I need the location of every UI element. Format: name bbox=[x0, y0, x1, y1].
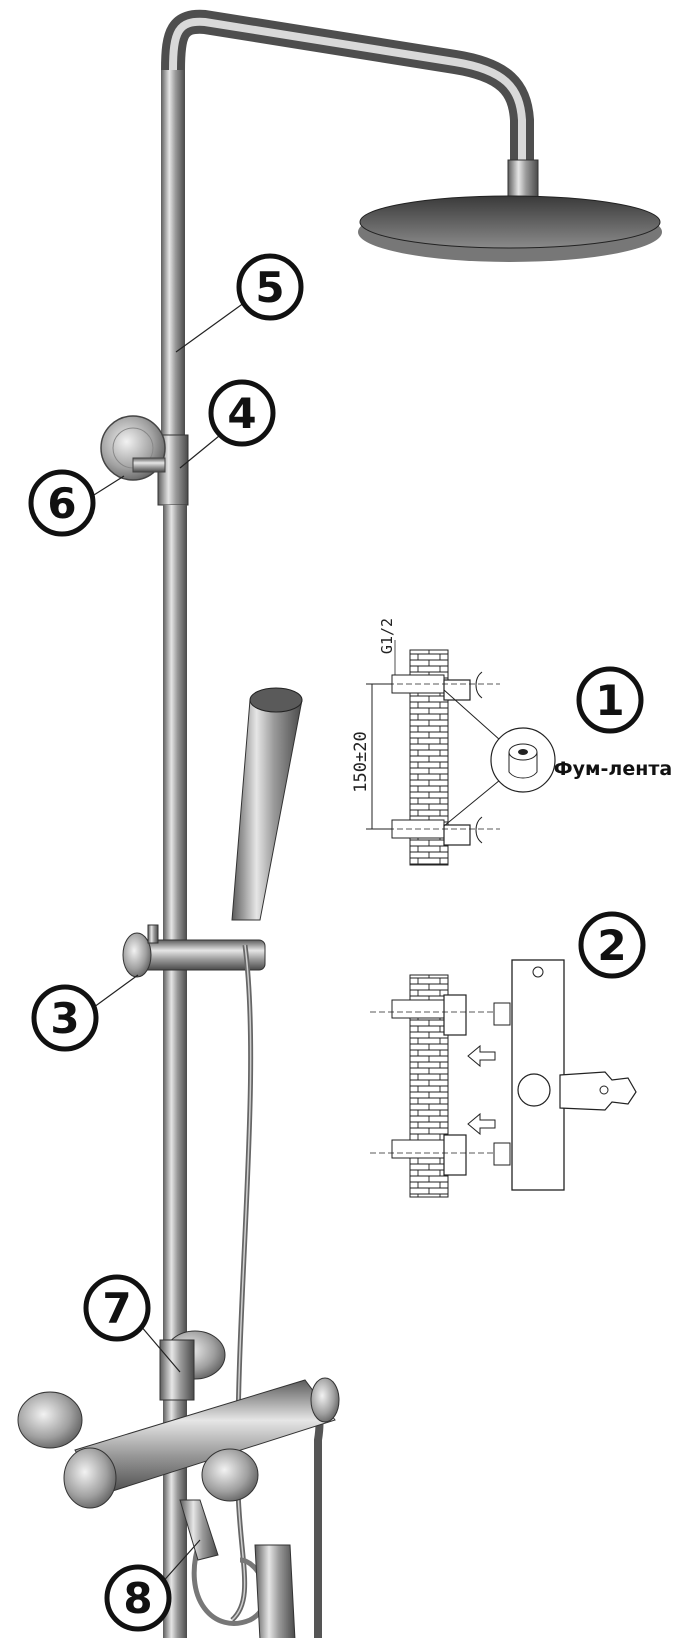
thread-label: G1/2 bbox=[378, 618, 396, 654]
step2-diagram: 2 bbox=[370, 911, 646, 1198]
callout-7: 7 bbox=[102, 1284, 131, 1333]
mixer-lever bbox=[304, 1396, 324, 1638]
hand-shower bbox=[231, 687, 303, 921]
callout-6-circle bbox=[28, 469, 96, 537]
callout-4: 4 bbox=[227, 389, 256, 438]
callout-8-circle bbox=[104, 1564, 172, 1632]
callout-4-circle bbox=[208, 379, 276, 447]
spacing-label: 150±20 bbox=[351, 731, 371, 792]
callout-3-circle bbox=[31, 984, 99, 1052]
wall-bracket bbox=[100, 415, 166, 481]
callout-7-circle bbox=[83, 1274, 151, 1342]
thermostatic-mixer bbox=[17, 1377, 340, 1509]
spout bbox=[179, 1499, 296, 1638]
step1-number-circle bbox=[576, 666, 644, 734]
callout-3: 3 bbox=[50, 994, 79, 1043]
step2-number-circle bbox=[578, 911, 646, 979]
shower-product bbox=[17, 9, 662, 1638]
shower-hose bbox=[230, 944, 254, 1622]
step2-number: 2 bbox=[597, 921, 626, 970]
step1-diagram: 150±20 G1/2 1 Фум-лента bbox=[351, 618, 672, 866]
callout-5: 5 bbox=[255, 263, 284, 312]
callout-8: 8 bbox=[123, 1574, 152, 1623]
step1-number: 1 bbox=[595, 676, 624, 725]
callout-5-circle bbox=[236, 253, 304, 321]
hand-shower-holder bbox=[122, 924, 266, 978]
main-rod-upper bbox=[161, 70, 185, 455]
shower-head bbox=[359, 195, 661, 249]
tape-label: Фум-лента bbox=[554, 758, 672, 780]
callouts: 5 4 6 3 7 8 bbox=[28, 253, 304, 1632]
rod-mixer-joint bbox=[159, 1330, 226, 1401]
callout-6: 6 bbox=[47, 479, 76, 528]
